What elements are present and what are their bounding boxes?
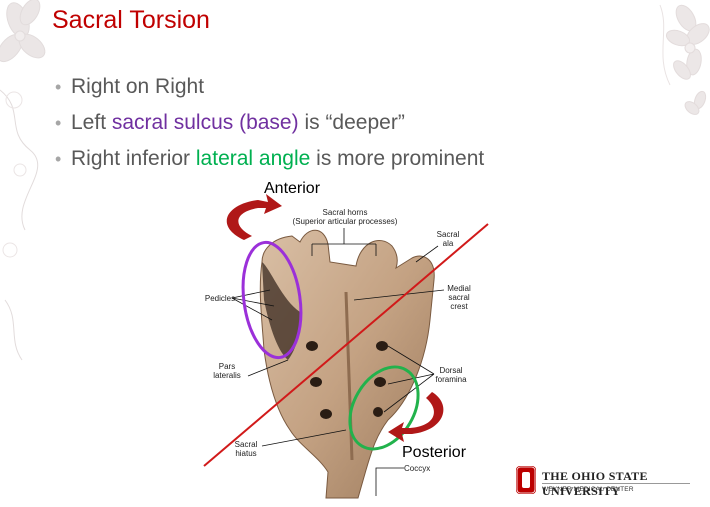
- block-o-icon: [516, 466, 536, 494]
- bullet-dot-icon: •: [55, 77, 62, 97]
- leader-pars: [247, 359, 289, 377]
- label-sacral-horns: Sacral horns (Superior articular process…: [292, 208, 398, 226]
- posterior-label: Posterior: [402, 444, 467, 461]
- bullet-highlight-lateral-angle: lateral angle: [195, 147, 311, 170]
- label-dorsal-foramina: Dorsal foramina: [435, 366, 467, 384]
- bullet-dot-icon: •: [55, 149, 62, 169]
- medical-center-name: WEXNER MEDICAL CENTER: [542, 486, 634, 493]
- label-sacral-ala: Sacral ala: [436, 230, 460, 248]
- label-pedicles: Pedicles: [204, 294, 236, 303]
- sacral-base-circle: [241, 240, 303, 360]
- leader-medial-crest: [353, 289, 445, 301]
- leader-pedicles: [231, 289, 275, 321]
- leader-sacral-hiatus: [261, 429, 347, 447]
- label-coccyx: Coccyx: [404, 464, 431, 473]
- university-name: The Ohio State University: [542, 469, 648, 498]
- bullet-text: is “deeper”: [298, 111, 405, 134]
- bullet-text: Left: [71, 111, 112, 134]
- torsion-axis-line: [203, 223, 489, 467]
- leader-sacral-ala: [415, 245, 439, 263]
- label-medial-sacral-crest: Medial sacral crest: [447, 284, 471, 311]
- bullet-dot-icon: •: [55, 113, 62, 133]
- bullet-text: is more prominent: [310, 147, 485, 170]
- leader-coccyx: [375, 467, 404, 496]
- bullet-item: • Left sacral sulcus (base) is “deeper”: [55, 108, 484, 144]
- lateral-angle-circle: [348, 365, 420, 451]
- floral-decoration-right: [659, 4, 710, 115]
- logo-divider: [542, 483, 690, 484]
- rotation-arrow-posterior-icon: [388, 392, 444, 442]
- floral-decoration-left: [0, 0, 46, 361]
- bullet-item: • Right on Right: [55, 72, 484, 108]
- bullet-text: Right inferior: [71, 147, 196, 170]
- osu-logo: The Ohio State University WEXNER MEDICAL…: [516, 466, 696, 498]
- bullet-item: • Right inferior lateral angle is more pr…: [55, 144, 484, 180]
- bullet-list: • Right on Right • Left sacral sulcus (bas…: [55, 72, 484, 180]
- label-pars-lateralis: Pars lateralis: [213, 362, 241, 380]
- bullet-text: Right on Right: [71, 75, 205, 98]
- slide-title: Sacral Torsion: [52, 6, 210, 34]
- leader-sacral-horns: [311, 228, 377, 256]
- bullet-highlight-sacral-sulcus: sacral sulcus (base): [111, 111, 299, 134]
- label-sacral-hiatus: Sacral hiatus: [234, 440, 258, 458]
- anterior-label: Anterior: [264, 180, 321, 197]
- rotation-arrow-anterior-icon: [226, 194, 282, 240]
- leader-dorsal-foramina: [383, 345, 435, 413]
